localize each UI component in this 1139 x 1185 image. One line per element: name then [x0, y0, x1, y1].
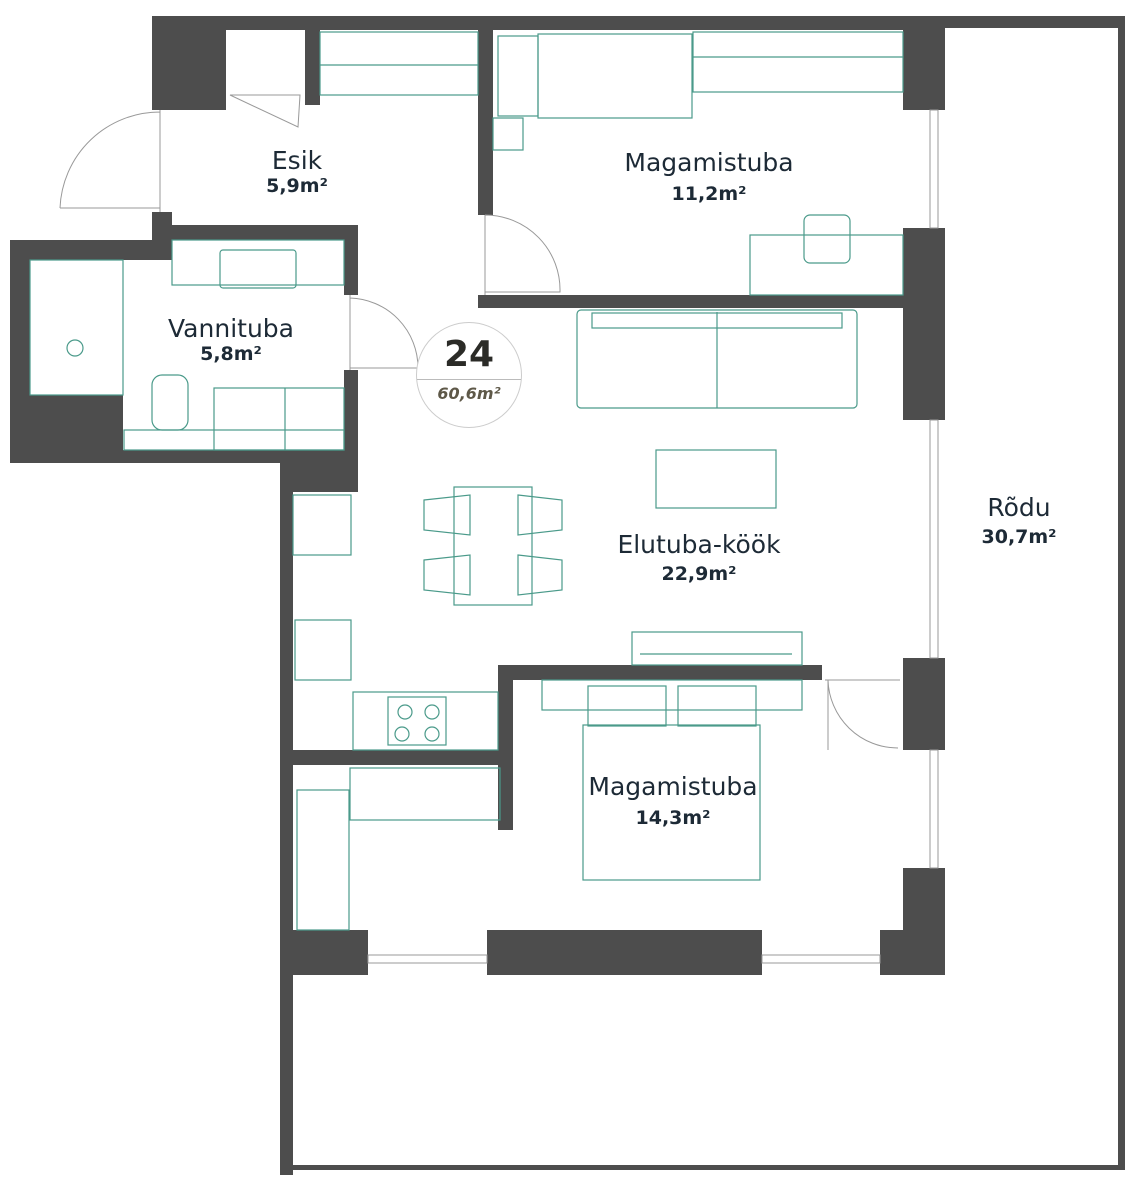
apartment-total-area: 60,6m² [437, 384, 501, 403]
room-bedroom-1: Magamistuba 11,2m² [624, 148, 793, 205]
room-balcony: Rõdu 30,7m² [982, 493, 1057, 548]
room-esik: Esik 5,9m² [266, 146, 328, 197]
room-name: Esik [271, 146, 323, 175]
badge-divider [417, 379, 521, 380]
room-name: Rõdu [987, 493, 1051, 522]
room-area: 11,2m² [671, 183, 747, 205]
walls [10, 16, 1125, 1175]
room-area: 14,3m² [635, 807, 711, 829]
room-name: Vannituba [168, 314, 294, 343]
room-area: 5,8m² [200, 343, 262, 365]
furniture [29, 31, 904, 931]
room-area: 22,9m² [661, 563, 737, 585]
apartment-badge: 24 60,6m² [416, 322, 522, 428]
room-area: 30,7m² [981, 526, 1057, 548]
room-living-kitchen: Elutuba-köök 22,9m² [617, 530, 780, 585]
room-bedroom-2: Magamistuba 14,3m² [588, 772, 757, 829]
room-name: Elutuba-köök [617, 530, 781, 559]
room-bathroom: Vannituba 5,8m² [168, 314, 294, 365]
windows-doors [59, 94, 939, 964]
room-name: Magamistuba [588, 772, 758, 801]
room-name: Magamistuba [624, 148, 794, 177]
room-area: 5,9m² [266, 175, 328, 197]
apartment-number: 24 [443, 334, 495, 375]
